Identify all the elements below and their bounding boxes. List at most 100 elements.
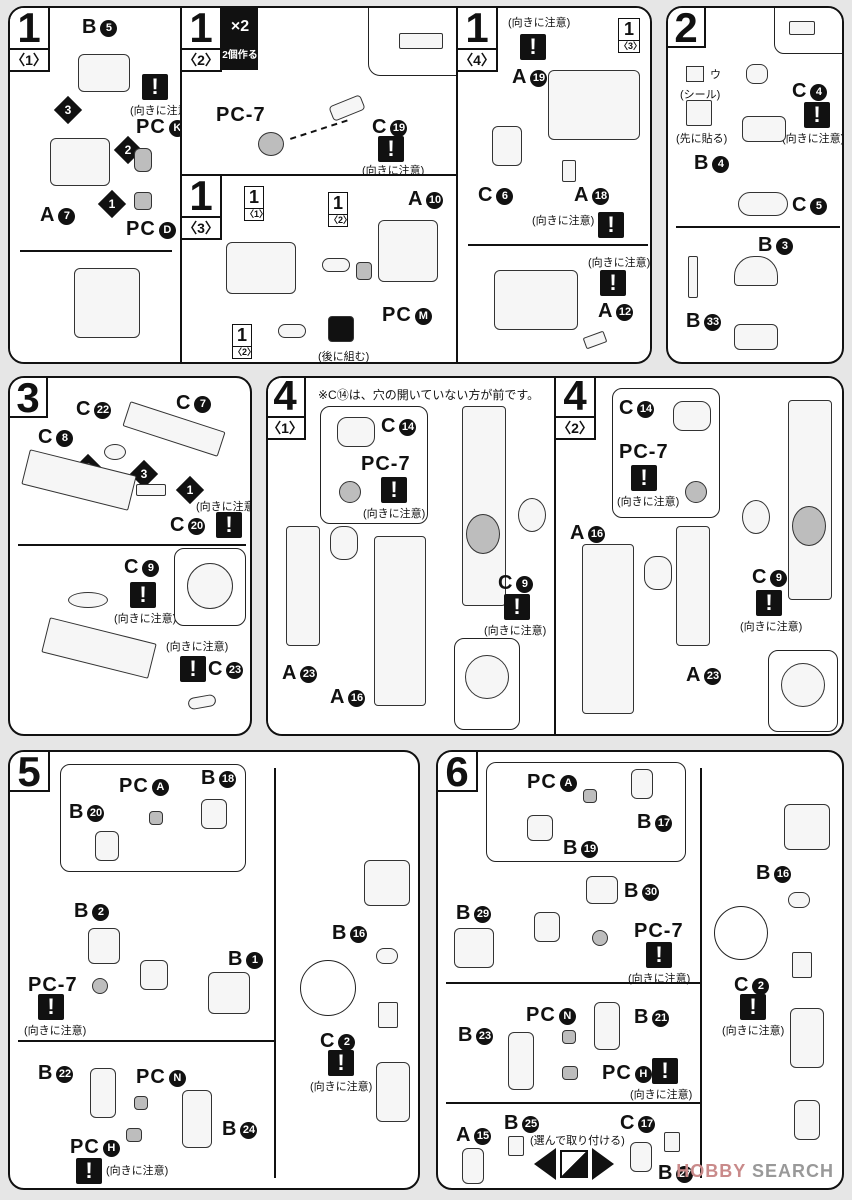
part-b24 bbox=[182, 1090, 212, 1148]
part-b33 bbox=[688, 256, 698, 298]
step-number: 1 bbox=[189, 6, 213, 51]
order-mark: 1 bbox=[97, 189, 127, 219]
warning-icon: ! bbox=[76, 1158, 102, 1184]
part-b5 bbox=[78, 54, 130, 92]
part-c14 bbox=[673, 401, 711, 431]
choose-arrow-left-icon bbox=[534, 1148, 556, 1180]
part-pch bbox=[562, 1066, 578, 1080]
warning-icon: ! bbox=[600, 270, 626, 296]
part-c9-detail bbox=[187, 563, 233, 609]
substep-number: 〈4〉 bbox=[458, 48, 496, 70]
substep-number: 〈1〉 bbox=[10, 48, 48, 70]
part-b18 bbox=[201, 799, 227, 829]
step-number-box: 4 〈1〉 bbox=[268, 378, 306, 440]
warning-icon: ! bbox=[598, 212, 624, 238]
part-c9-mounted bbox=[792, 506, 826, 546]
part-peg bbox=[322, 258, 350, 272]
part-label: PC-7 bbox=[216, 104, 266, 126]
orientation-note: (向きに注意) bbox=[782, 133, 844, 145]
part-shoulder-joint bbox=[534, 912, 560, 942]
part-pcd bbox=[134, 192, 152, 210]
divider-vertical bbox=[274, 768, 276, 1178]
orientation-note: (向きに注意) bbox=[130, 105, 193, 117]
step-number: 6 bbox=[445, 750, 469, 795]
warning-icon: ! bbox=[652, 1058, 678, 1084]
part-a23 bbox=[676, 526, 710, 646]
part-forearm bbox=[376, 1062, 410, 1122]
warning-icon: ! bbox=[381, 477, 407, 503]
warning-icon: ! bbox=[646, 942, 672, 968]
part-c6 bbox=[492, 126, 522, 166]
reference-inset bbox=[774, 8, 842, 54]
step-number-box: 1 〈4〉 bbox=[458, 8, 498, 72]
warning-icon: ! bbox=[142, 74, 168, 100]
warning-icon: ! bbox=[378, 136, 404, 162]
order-mark: 3 bbox=[53, 95, 83, 125]
step-number-box: 1 〈2〉 bbox=[182, 8, 222, 72]
part-forearm bbox=[790, 1008, 824, 1068]
part-b4 bbox=[742, 116, 786, 142]
part-pck bbox=[134, 148, 152, 172]
part-pcn bbox=[134, 1096, 148, 1110]
warning-icon: ! bbox=[631, 465, 657, 491]
choose-one-note: (選んで取り付ける) bbox=[530, 1135, 625, 1147]
part-pc7 bbox=[339, 481, 361, 503]
warning-icon: ! bbox=[328, 1050, 354, 1076]
assemble-later-note: (後に組む) bbox=[318, 351, 370, 363]
part-b23 bbox=[508, 1032, 534, 1090]
apply-first-icon bbox=[686, 100, 712, 126]
part-b20 bbox=[95, 831, 119, 861]
part-b3 bbox=[734, 256, 778, 286]
divider bbox=[446, 982, 702, 984]
part-c19 bbox=[328, 94, 366, 122]
part-pc7 bbox=[258, 132, 284, 156]
step-number: 1 bbox=[465, 6, 489, 51]
orientation-note: (向きに注意) bbox=[617, 496, 680, 508]
part-c9-detail bbox=[465, 655, 509, 699]
substep-number: 〈3〉 bbox=[182, 216, 220, 238]
part-a10 bbox=[378, 220, 438, 282]
detail-bubble bbox=[714, 906, 768, 960]
assembly-arrow bbox=[290, 119, 348, 140]
step-number: 4 bbox=[563, 376, 587, 419]
detail-inset bbox=[768, 650, 838, 732]
choose-option-icon bbox=[560, 1150, 588, 1178]
part-b17 bbox=[631, 769, 653, 799]
part-pcn bbox=[562, 1030, 576, 1044]
part-c9 bbox=[742, 500, 770, 534]
step-number-box: 4 〈2〉 bbox=[556, 376, 596, 440]
sticker-code: ウ bbox=[710, 69, 721, 81]
part-pca bbox=[583, 789, 597, 803]
part-a18 bbox=[562, 160, 576, 182]
divider bbox=[18, 544, 246, 546]
step-number: 3 bbox=[16, 376, 40, 421]
c14-front-note: ※C⑭は、穴の開いていない方が前です。 bbox=[318, 388, 540, 402]
substep-number: 〈2〉 bbox=[556, 416, 594, 438]
